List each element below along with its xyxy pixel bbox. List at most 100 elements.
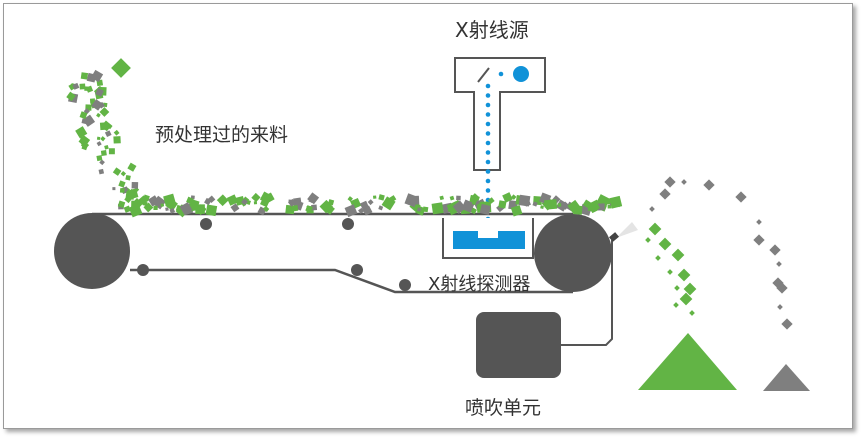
beam-dot [485,93,491,98]
particle [95,88,104,97]
particle [648,222,662,236]
particle [756,219,762,225]
particle [649,206,655,212]
left-roller [54,213,130,289]
right-roller [534,214,612,292]
particle [106,123,113,130]
particle [571,202,576,207]
particle [118,180,126,188]
particle [131,181,139,189]
particle [776,282,788,294]
particle [230,203,240,213]
particle [555,199,568,212]
particle [359,200,369,210]
particle [389,195,397,203]
particle [378,205,384,211]
particle [125,190,135,200]
xray-source-housing [454,57,546,171]
particle [456,195,461,201]
particle [372,195,377,199]
particle [689,310,695,316]
particle [439,195,445,201]
idler-roller [399,279,411,291]
particle [160,203,165,208]
ejector-unit [476,312,561,378]
xray-detector-label: X射线探测器 [428,274,531,295]
particle [84,86,89,91]
ejector-label: 喷吹单元 [465,397,542,419]
particle [291,205,299,212]
xray-source-label: X射线源 [455,18,529,42]
particle [431,202,444,215]
beam-dot [485,83,491,89]
particle [518,194,531,207]
particle [100,136,106,142]
particle [98,168,105,175]
particle [241,198,248,206]
particle [588,200,600,213]
diagram-frame [3,3,853,429]
beam-dot [485,188,491,193]
particle [207,195,216,204]
particle [311,204,318,211]
beam-dot [485,150,491,155]
mirror-icon [477,67,490,83]
particle [677,268,691,282]
particle [781,318,793,330]
particle [735,191,747,203]
beam-dot [485,112,491,117]
particle [582,199,592,209]
particle [288,199,292,203]
particle [66,91,76,102]
particle [498,200,507,209]
particle [165,207,169,211]
beam-dot [485,121,491,127]
particle [502,192,513,203]
particle [186,196,194,205]
particle [205,204,218,217]
air-jet-icon [616,222,638,238]
idler-roller [342,218,354,230]
xray-source-icon [513,66,529,82]
particle [79,111,88,120]
particle [120,170,127,177]
particle [260,197,270,208]
accepted-pile [638,333,737,390]
beam-dot [485,140,491,146]
rejected-pile [763,364,810,391]
beam-dot [485,178,491,184]
particle [367,199,374,206]
xray-detector [453,231,525,249]
particle [163,193,176,207]
particle [659,188,671,200]
particle [113,129,120,136]
particle [123,205,131,213]
particle [104,145,109,150]
particle [99,107,110,117]
particle [479,204,491,215]
particle [96,112,101,118]
particle [90,69,104,83]
particle [125,174,131,181]
belt-bottom [130,268,573,294]
particle [112,187,116,191]
particle [138,195,149,206]
particle [655,255,661,261]
material-particles [66,58,793,330]
particle [111,58,131,78]
particle [452,200,467,214]
particle [671,248,685,262]
particle [91,99,103,111]
particle [104,130,112,138]
particle [100,120,112,132]
particle [100,150,107,157]
particle [143,202,154,213]
particle [99,159,105,166]
particle [449,195,455,201]
idler-roller [137,264,149,276]
air-hose [561,240,613,346]
idler-roller [351,264,363,276]
particle [416,207,422,212]
particle [658,237,672,251]
